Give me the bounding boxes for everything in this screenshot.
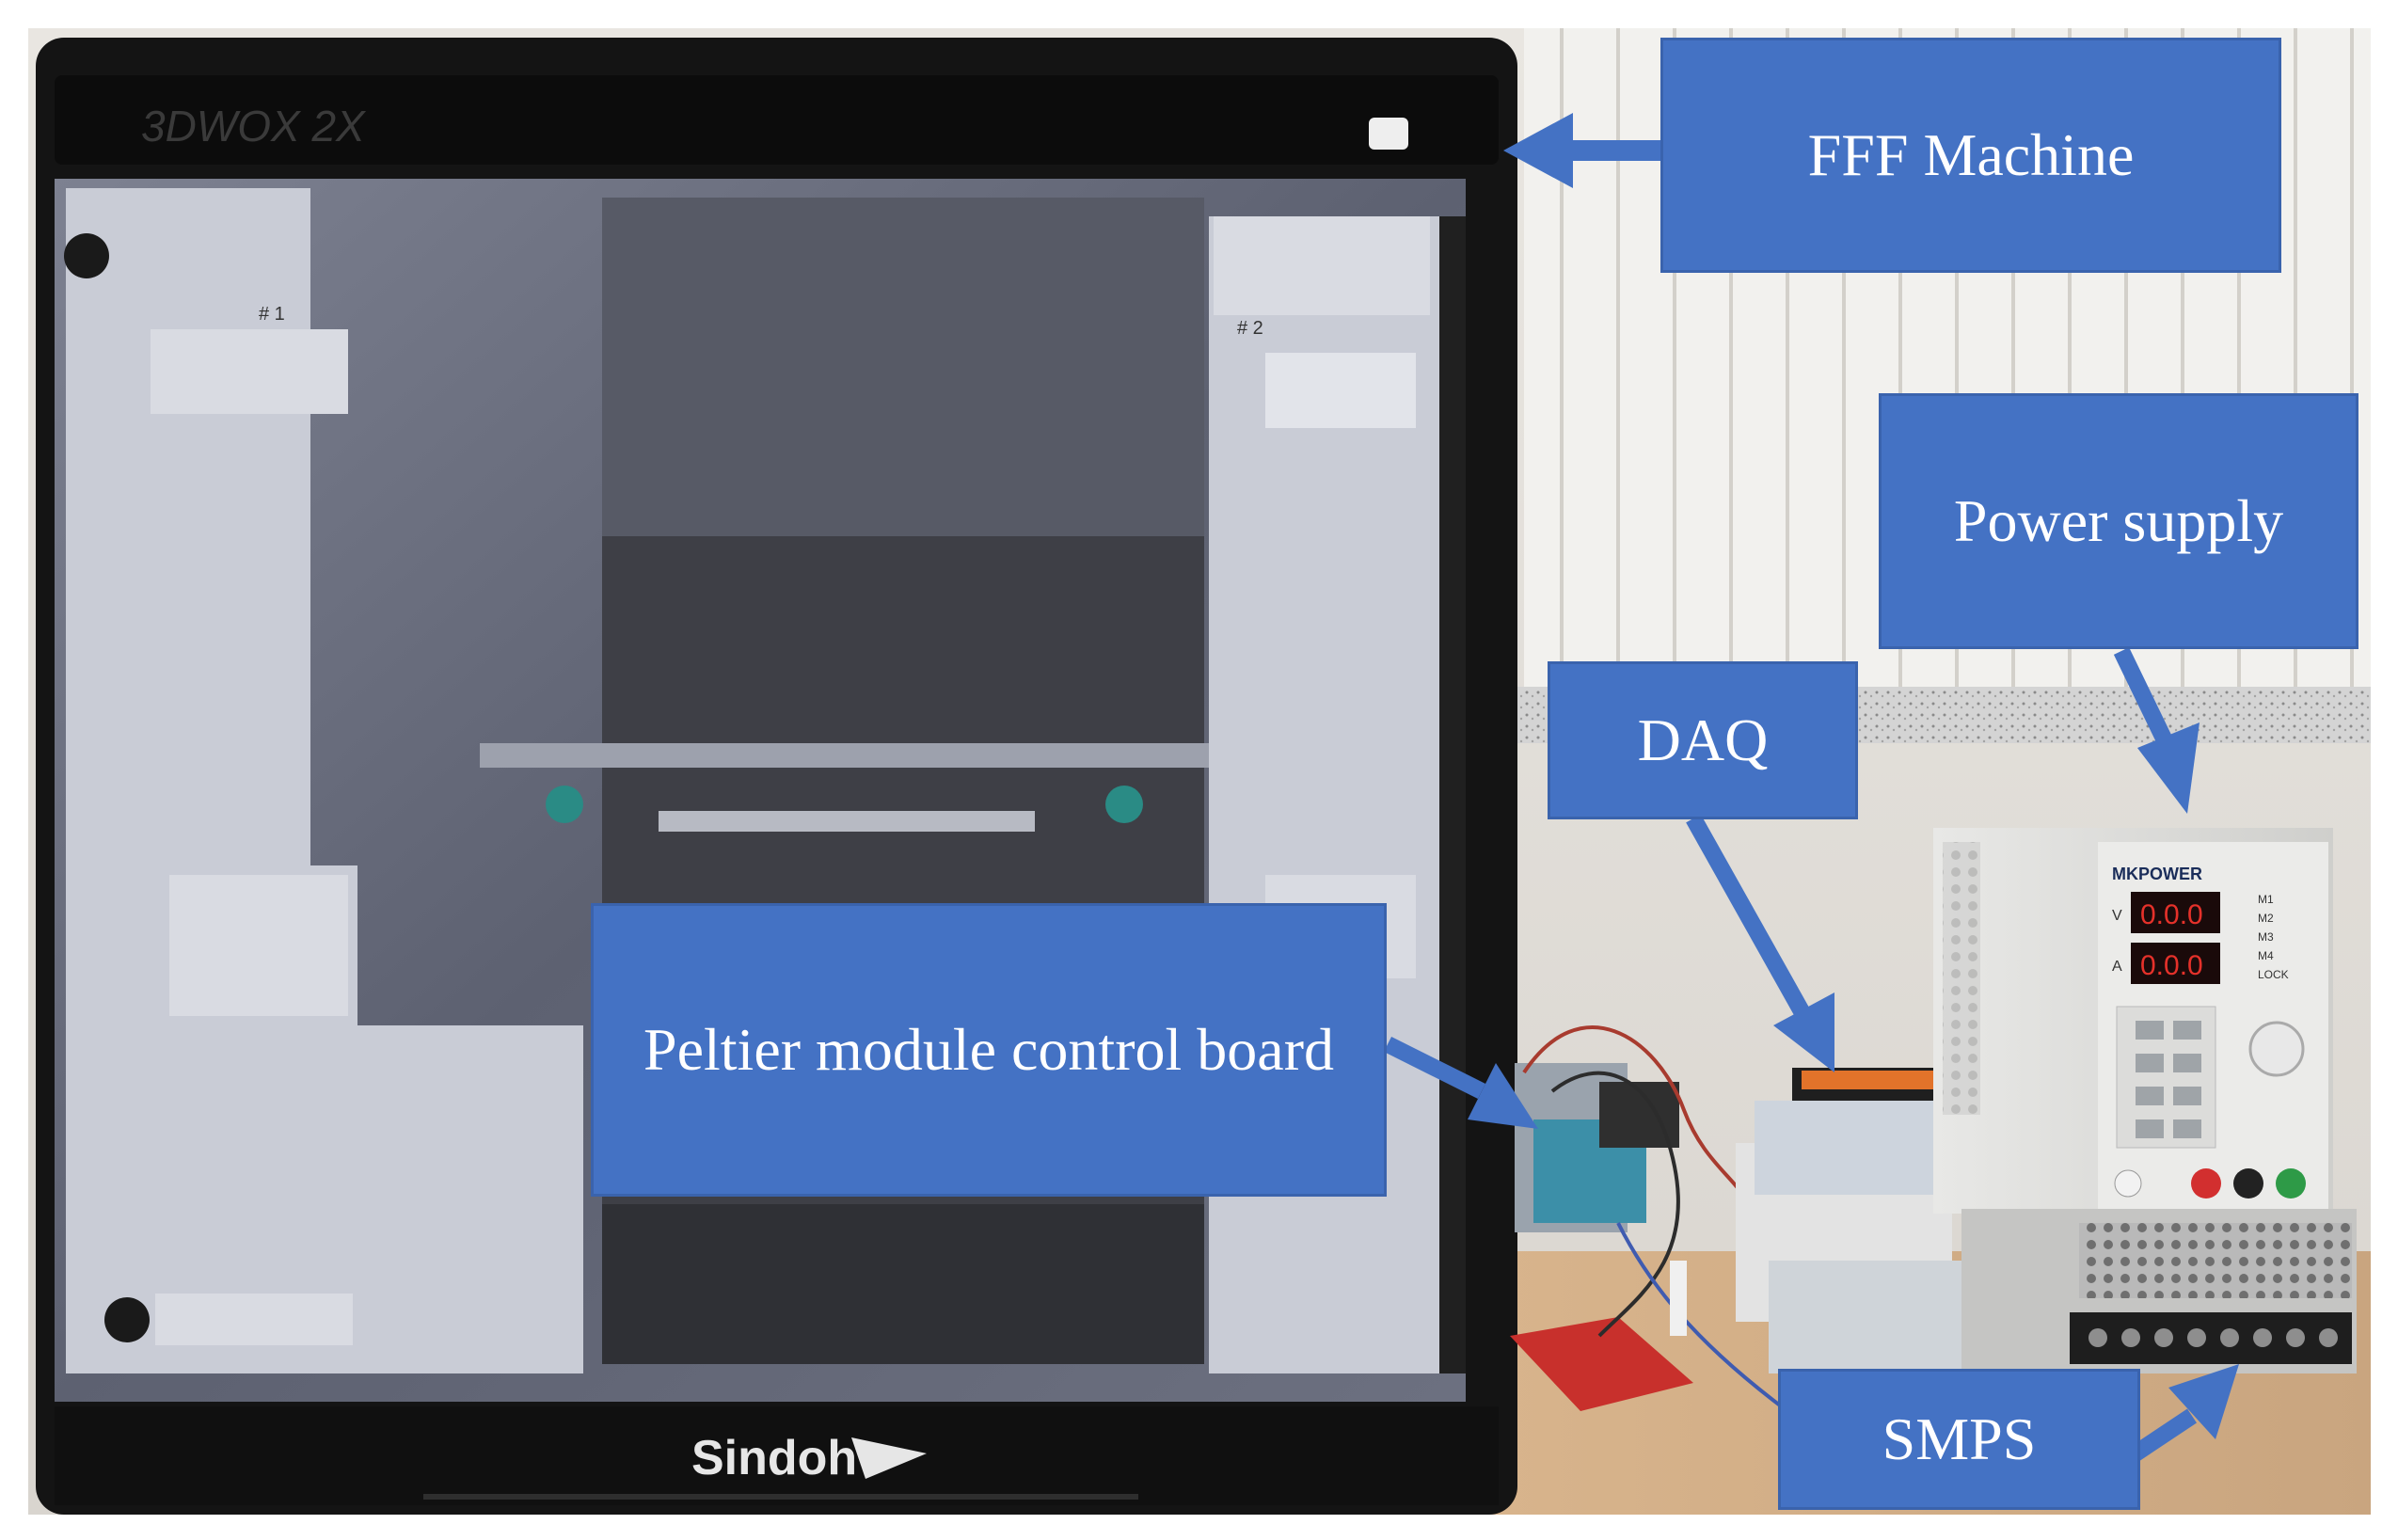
daq-base bbox=[1769, 1261, 1976, 1373]
screw-icon bbox=[2319, 1328, 2338, 1347]
fff-printer bbox=[36, 38, 1517, 1515]
psu-power-switch-icon bbox=[2114, 1169, 2142, 1198]
current-display bbox=[2131, 943, 2220, 984]
left-side-panel bbox=[66, 188, 583, 1373]
psu-button bbox=[2173, 1087, 2201, 1105]
screw-icon bbox=[2121, 1328, 2140, 1347]
vent-slot bbox=[155, 1294, 353, 1345]
filament-holder-1 bbox=[151, 329, 348, 414]
support-post bbox=[1670, 1261, 1687, 1336]
terminal-green-icon bbox=[2276, 1168, 2306, 1199]
screw-icon bbox=[2286, 1328, 2305, 1347]
adjust-knob-icon bbox=[2248, 1021, 2305, 1077]
screw-icon bbox=[2088, 1328, 2107, 1347]
current-readout: 0.0.0 bbox=[2140, 950, 2203, 981]
level-knob-left-icon bbox=[546, 786, 583, 823]
arrow-daq bbox=[1686, 814, 1809, 1016]
psu-button bbox=[2173, 1054, 2201, 1072]
slot-label-2: # 2 bbox=[1237, 318, 1263, 339]
screw-icon bbox=[2220, 1328, 2239, 1347]
arrow-peltier bbox=[1383, 1036, 1486, 1100]
plate-bracket bbox=[659, 811, 1035, 832]
psu-button bbox=[2173, 1021, 2201, 1040]
terminal-black-icon bbox=[2233, 1168, 2263, 1199]
daq-module bbox=[1755, 1101, 1961, 1195]
daq-unit bbox=[1736, 1068, 1976, 1373]
sindoh-logo-icon bbox=[851, 1437, 927, 1479]
callout-smps: SMPS bbox=[1778, 1369, 2140, 1510]
red-driver-board bbox=[1510, 1317, 1693, 1411]
slot-label-1: # 1 bbox=[259, 304, 285, 325]
screw-icon bbox=[104, 1297, 150, 1342]
callout-fff-machine: FFF Machine bbox=[1660, 38, 2281, 273]
smps-vent bbox=[2079, 1223, 2352, 1298]
build-plate bbox=[480, 743, 1289, 768]
printer-model-label: 3DWOX 2X bbox=[141, 102, 367, 151]
arrow-power-supply-head bbox=[2137, 722, 2199, 814]
voltage-display bbox=[2131, 892, 2220, 933]
printer-base bbox=[55, 1406, 1499, 1505]
callout-peltier-board: Peltier module control board bbox=[591, 903, 1387, 1197]
callout-daq: DAQ bbox=[1548, 661, 1858, 819]
screw-icon bbox=[2154, 1328, 2173, 1347]
arrow-peltier-head bbox=[1468, 1063, 1538, 1129]
arrow-power-supply bbox=[2113, 647, 2172, 742]
mem-label: M3 bbox=[2258, 930, 2274, 944]
wire-black bbox=[1550, 1071, 1680, 1338]
mem-label: LOCK bbox=[2258, 968, 2289, 981]
screw-icon bbox=[2187, 1328, 2206, 1347]
printer-brand-label: Sindoh bbox=[691, 1431, 857, 1485]
amp-unit-label: A bbox=[2112, 959, 2122, 975]
callout-power-supply: Power supply bbox=[1879, 393, 2358, 649]
printer-base-slot bbox=[423, 1494, 1138, 1500]
psu-button bbox=[2136, 1087, 2164, 1105]
voltage-readout: 0.0.0 bbox=[2140, 899, 2203, 930]
mem-label: M4 bbox=[2258, 949, 2274, 962]
chamber-floor bbox=[602, 1204, 1204, 1364]
level-knob-right-icon bbox=[1105, 786, 1143, 823]
screw-icon bbox=[64, 233, 109, 278]
wire-blue bbox=[1616, 1222, 1789, 1413]
mem-label: M1 bbox=[2258, 893, 2274, 906]
psu-side-vent bbox=[1943, 842, 1980, 1115]
filament-holder-2 bbox=[1214, 216, 1430, 315]
mem-label: M2 bbox=[2258, 912, 2274, 925]
psu-button bbox=[2136, 1021, 2164, 1040]
psu-button bbox=[2136, 1119, 2164, 1138]
filament-holder-2-clip bbox=[1265, 353, 1416, 428]
door-hinge bbox=[1439, 216, 1466, 1373]
arrow-smps bbox=[2131, 1408, 2197, 1461]
control-boards bbox=[1510, 1025, 1789, 1413]
gantry-area bbox=[602, 198, 1204, 536]
volt-unit-label: V bbox=[2112, 908, 2122, 924]
psu-button bbox=[2136, 1054, 2164, 1072]
printer-top-bar bbox=[55, 75, 1499, 165]
smps-unit bbox=[1961, 1209, 2357, 1373]
terminal-red-icon bbox=[2191, 1168, 2221, 1199]
psu-button bbox=[2173, 1119, 2201, 1138]
arrow-smps-head bbox=[2168, 1364, 2239, 1439]
screw-icon bbox=[2253, 1328, 2272, 1347]
arrow-daq-head bbox=[1773, 992, 1834, 1072]
psu-brand-label: MKPOWER bbox=[2112, 865, 2202, 883]
power-button-icon bbox=[1369, 118, 1408, 150]
daq-terminal bbox=[1802, 1071, 1933, 1089]
annotation-arrows bbox=[1383, 113, 2239, 1461]
filament-holder-1-lower bbox=[169, 875, 348, 1016]
smps-terminal-block bbox=[2070, 1312, 2352, 1364]
arrow-fff-head bbox=[1503, 113, 1573, 188]
power-supply-unit: MKPOWER V A 0.0.0 0.0.0 M1 M2 M3 M4 LOCK bbox=[1933, 828, 2333, 1214]
